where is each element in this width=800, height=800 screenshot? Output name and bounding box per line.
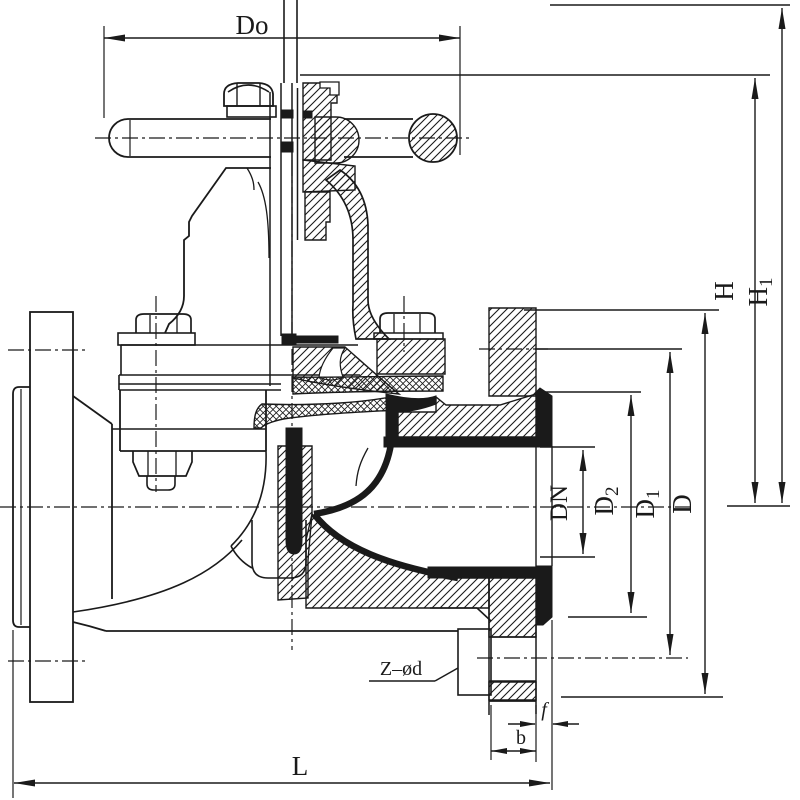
svg-text:DN: DN bbox=[546, 485, 573, 521]
svg-text:Z–ød: Z–ød bbox=[380, 658, 422, 680]
svg-text:H: H bbox=[709, 281, 739, 301]
svg-text:b: b bbox=[516, 727, 526, 749]
svg-text:L: L bbox=[292, 751, 309, 781]
svg-text:D: D bbox=[667, 494, 697, 514]
svg-text:f: f bbox=[541, 699, 549, 721]
svg-text:Do: Do bbox=[236, 10, 269, 40]
